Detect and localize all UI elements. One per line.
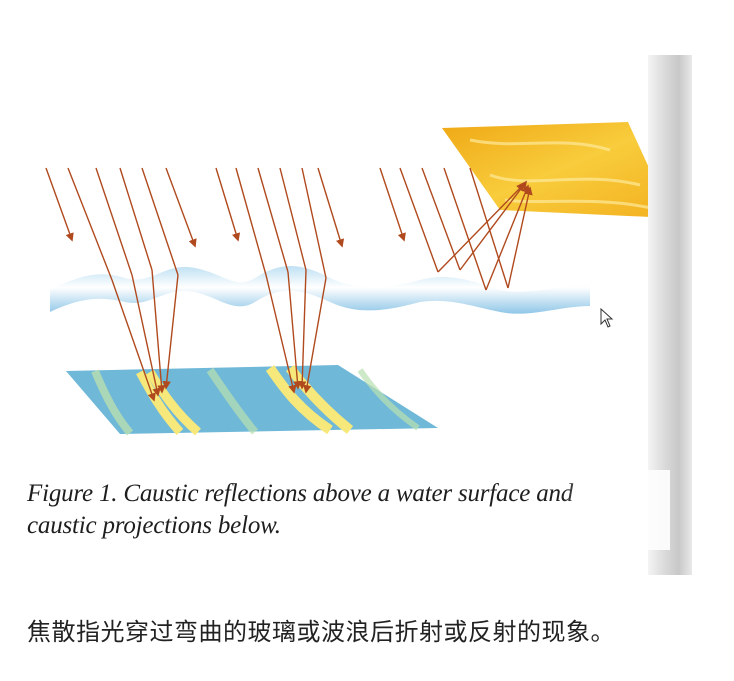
chinese-subtitle: 焦散指光穿过弯曲的玻璃或波浪后折射或反射的现象。 — [27, 618, 615, 646]
caption-fade — [560, 470, 670, 550]
figure-caption: Figure 1. Caustic reflections above a wa… — [27, 478, 667, 542]
mouse-pointer-icon — [600, 308, 614, 328]
refracted-rays — [111, 269, 327, 402]
caption-line-1: Figure 1. Caustic reflections above a wa… — [27, 480, 574, 507]
incident-rays — [45, 167, 509, 291]
water-surface — [50, 266, 590, 314]
reflected-rays — [437, 180, 533, 291]
reflection-surface — [442, 122, 672, 218]
caustic-floor — [66, 364, 438, 436]
caption-line-2: caustic projections below. — [27, 512, 281, 539]
